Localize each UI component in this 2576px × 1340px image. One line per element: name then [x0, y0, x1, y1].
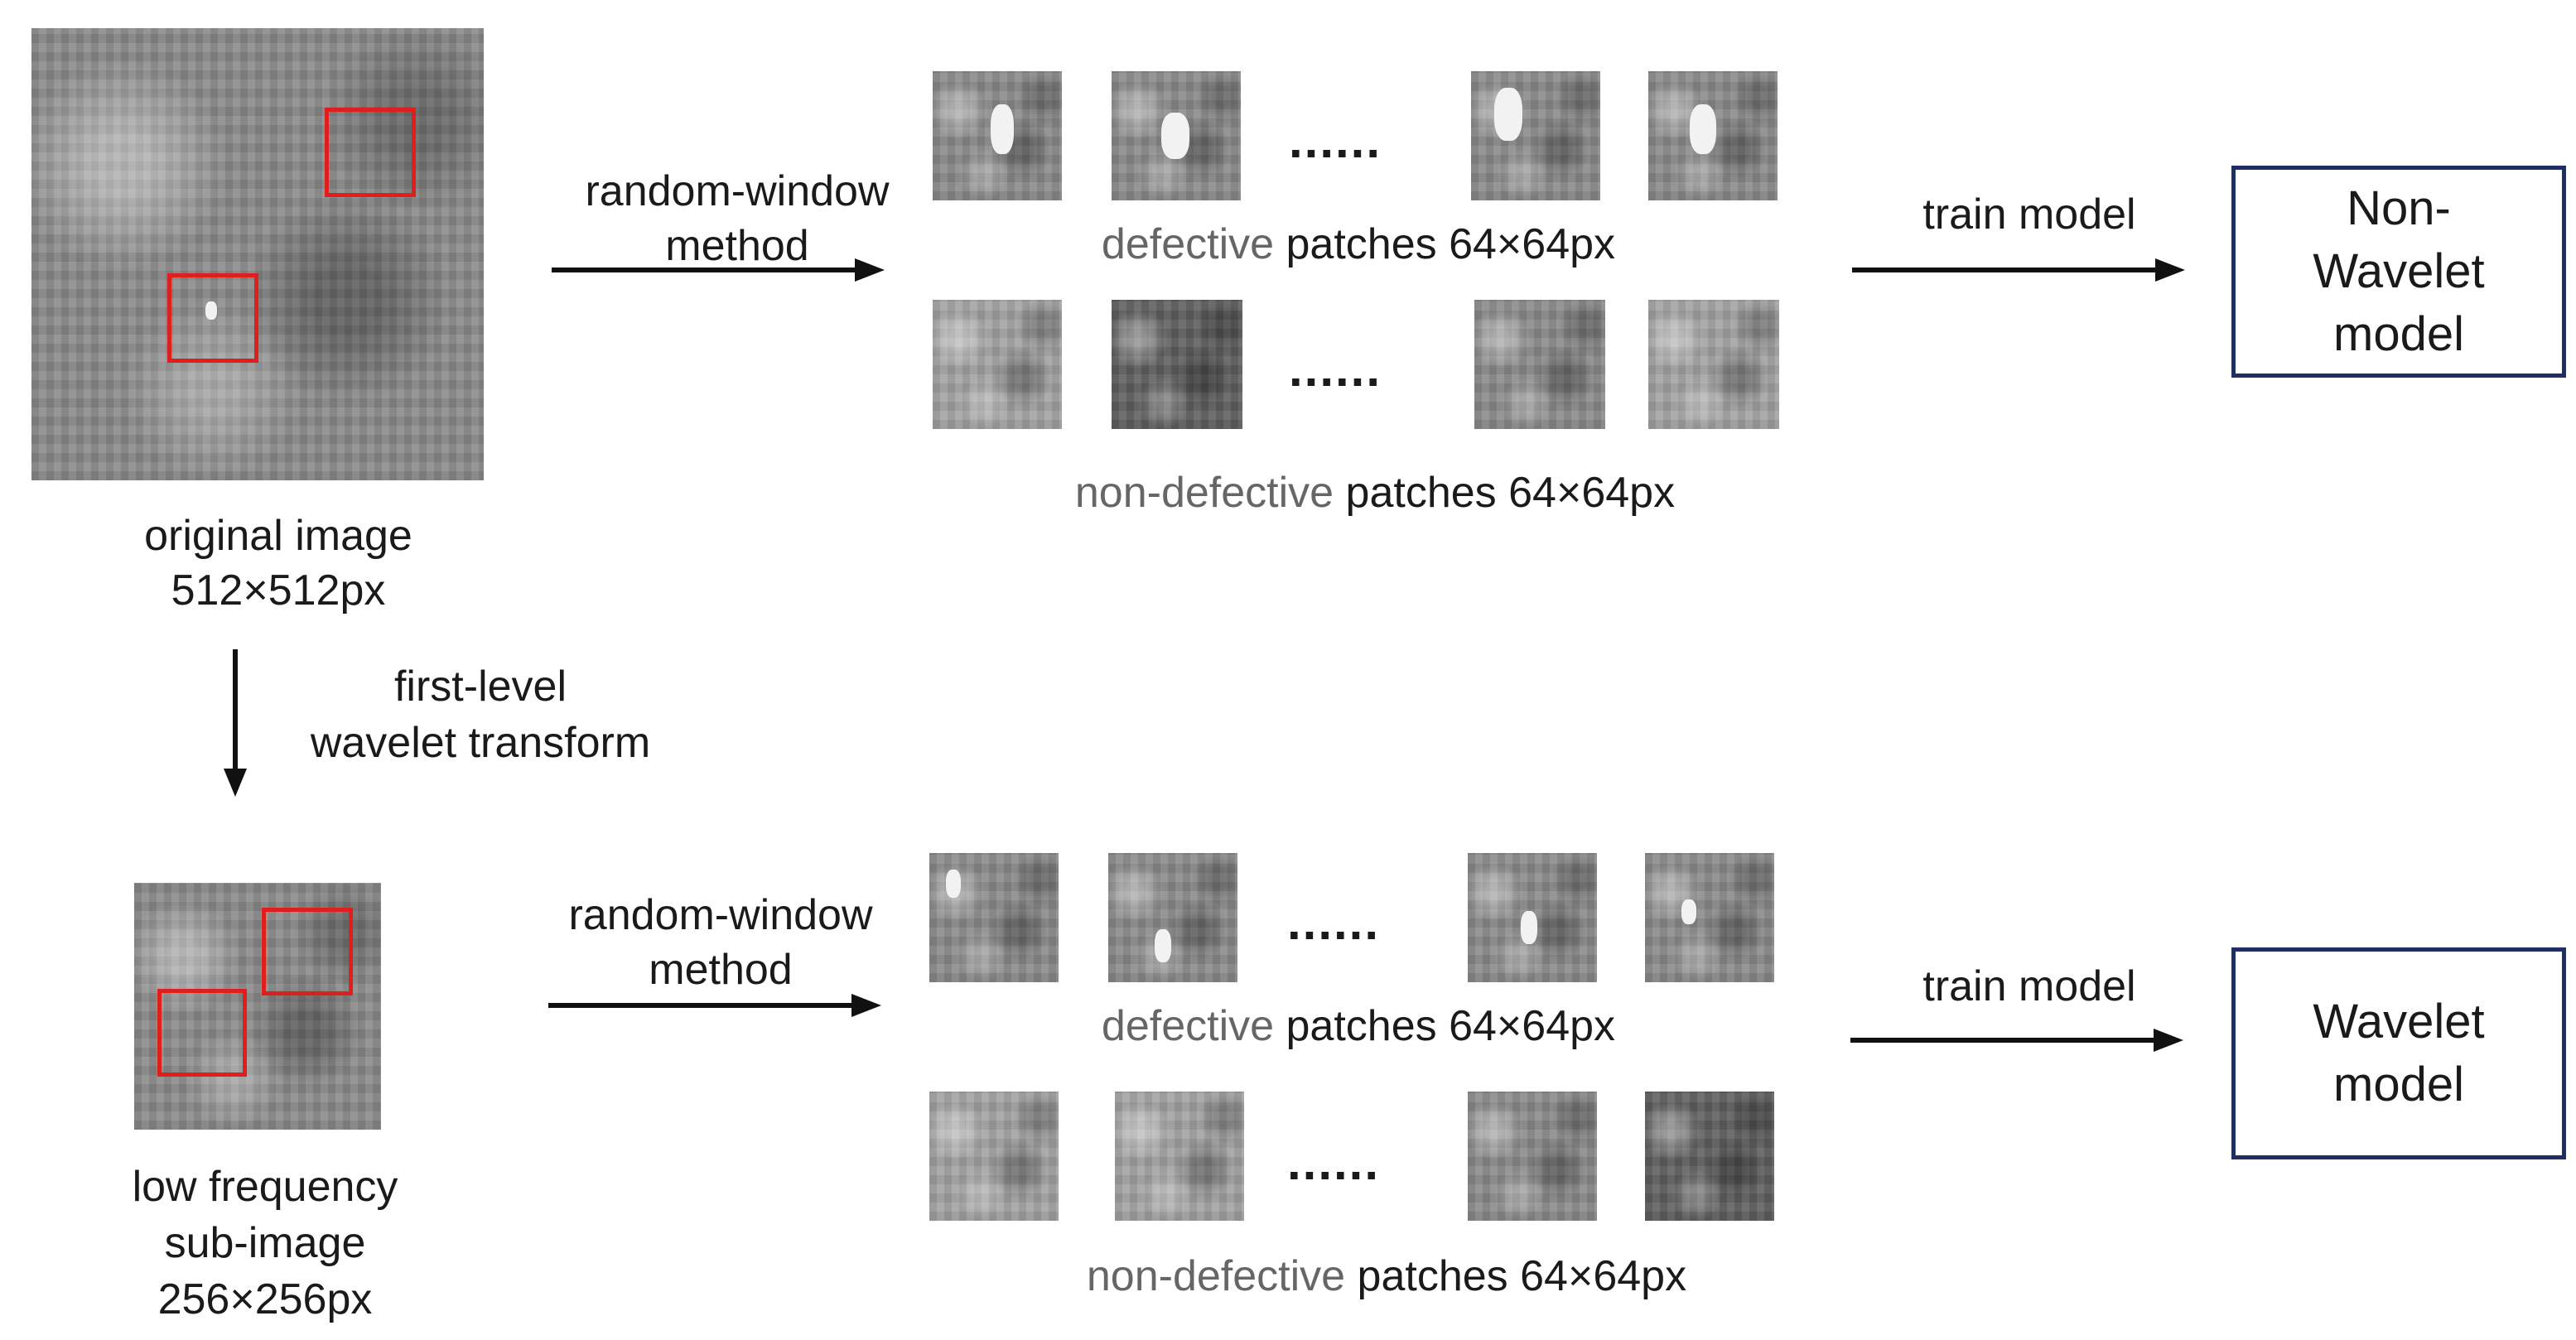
top-right-arrow-icon	[552, 258, 885, 282]
non-wavelet-model-box: Non- Wavelet model	[2231, 166, 2566, 378]
defective-patch	[929, 853, 1059, 982]
bottom-nondefective-caption: non-defective patches 64×64px	[972, 1249, 1801, 1304]
defect-highlight-box	[167, 273, 258, 363]
transform-line2: wavelet transform	[310, 719, 651, 767]
defect-speck	[1155, 929, 1171, 962]
bottom-defective-caption: defective patches 64×64px	[994, 999, 1723, 1053]
low-freq-caption-line3: 256×256px	[157, 1275, 373, 1323]
top-train-arrow-icon	[1852, 258, 2185, 282]
top-nondefective-ellipsis: ......	[1289, 341, 1382, 397]
low-frequency-sub-image	[134, 883, 381, 1130]
defective-patch	[1471, 71, 1600, 200]
non-defective-patch	[1474, 300, 1605, 429]
defective-patch	[933, 71, 1062, 200]
bottom-train-label: train model	[1922, 962, 2136, 1010]
defective-patch	[1468, 853, 1597, 982]
original-caption-line2: 512×512px	[171, 566, 386, 615]
bottom-method-line2: method	[649, 946, 793, 994]
low-freq-caption-line2: sub-image	[164, 1219, 366, 1267]
defect-highlight-box	[157, 989, 247, 1077]
defective-patch	[1645, 853, 1774, 982]
original-caption-line1: original image	[144, 512, 412, 560]
defect-speck	[1494, 88, 1522, 141]
non-defective-patch	[929, 1092, 1059, 1221]
non-defective-patch	[1648, 300, 1779, 429]
defect-speck	[1521, 911, 1537, 944]
nondefective-word: non-defective	[1086, 1252, 1346, 1300]
low-freq-caption-line1: low frequency	[132, 1163, 398, 1211]
bottom-nondefective-ellipsis: ......	[1287, 1135, 1381, 1190]
nondefective-rest: patches 64×64px	[1334, 469, 1676, 517]
defective-word: defective	[1101, 1002, 1275, 1050]
nondefective-rest: patches 64×64px	[1345, 1252, 1687, 1300]
defective-patch	[1648, 71, 1778, 200]
wavelet-model-label: Wavelet model	[2313, 995, 2485, 1111]
original-image	[31, 28, 484, 480]
bottom-method-line1: random-window	[568, 891, 873, 939]
nondefective-word: non-defective	[1074, 469, 1334, 517]
non-defective-patch	[933, 300, 1062, 429]
sample-highlight-box	[325, 108, 416, 197]
down-arrow-icon	[224, 649, 247, 797]
non-defective-patch	[1645, 1092, 1774, 1221]
top-defective-caption: defective patches 64×64px	[994, 217, 1723, 272]
bottom-train-arrow-icon	[1850, 1029, 2183, 1052]
defect-speck	[991, 104, 1014, 154]
bottom-defective-ellipsis: ......	[1287, 894, 1381, 950]
top-method-line2: method	[665, 222, 809, 270]
defect-speck	[1681, 899, 1696, 924]
defect-speck	[205, 301, 217, 320]
non-defective-patch	[1115, 1092, 1244, 1221]
defect-speck	[946, 870, 961, 898]
top-defective-ellipsis: ......	[1289, 113, 1382, 168]
defective-patch	[1112, 71, 1241, 200]
top-train-label: train model	[1922, 190, 2136, 239]
defective-word: defective	[1101, 220, 1275, 268]
defective-rest: patches 64×64px	[1274, 220, 1616, 268]
defective-patch	[1108, 853, 1237, 982]
top-nondefective-caption: non-defective patches 64×64px	[961, 465, 1789, 520]
bottom-right-arrow-icon	[548, 994, 881, 1017]
defective-rest: patches 64×64px	[1274, 1002, 1616, 1050]
defect-speck	[1161, 113, 1189, 159]
top-method-line1: random-window	[585, 167, 890, 215]
non-defective-patch	[1112, 300, 1242, 429]
sample-highlight-box	[262, 908, 353, 995]
non-defective-patch	[1468, 1092, 1597, 1221]
non-wavelet-model-label: Non- Wavelet model	[2313, 181, 2485, 361]
defect-speck	[1690, 104, 1716, 154]
wavelet-model-box: Wavelet model	[2231, 947, 2566, 1159]
transform-line1: first-level	[393, 663, 567, 711]
